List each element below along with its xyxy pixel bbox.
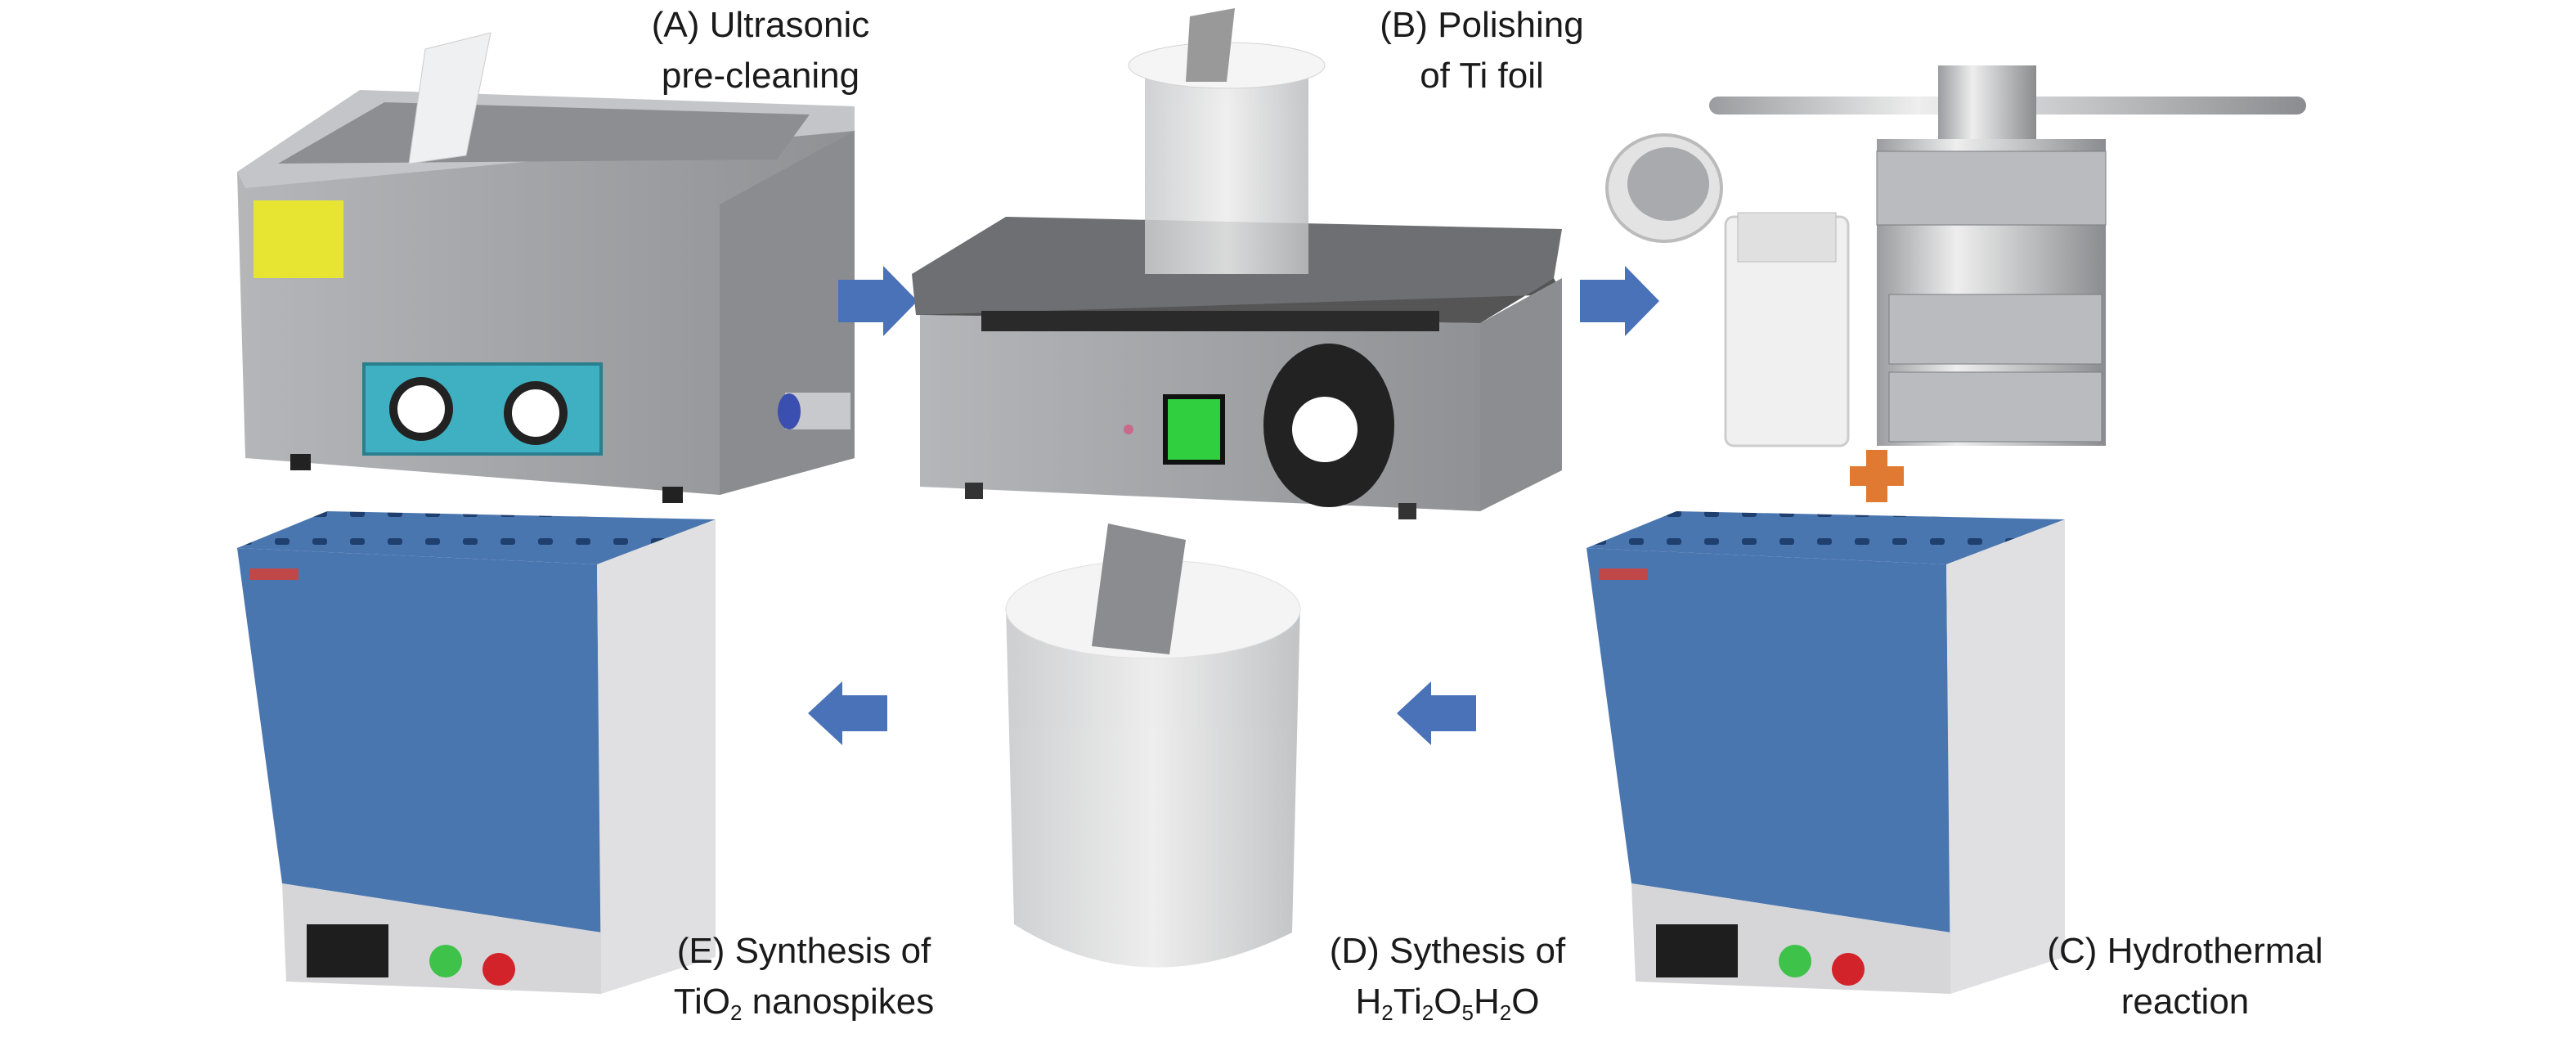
formula-subscript: 2 — [729, 1000, 743, 1025]
ti-foil-icon — [1092, 524, 1186, 654]
formula-part: Ti — [1393, 982, 1422, 1022]
label-a: (A) Ultrasonic pre-cleaning — [652, 0, 870, 101]
arrow-right-icon — [838, 266, 918, 336]
label-c: (C) Hydrothermal reaction — [2047, 926, 2322, 1027]
formula-part: TiO — [673, 982, 730, 1022]
plus-icon — [1850, 450, 1904, 502]
beaker-icon — [1128, 8, 1326, 274]
formula-part: H — [1355, 982, 1382, 1022]
warning-label-icon — [254, 200, 343, 278]
formula-subscript: 2 — [1499, 1000, 1512, 1025]
muffle-furnace-left — [237, 511, 716, 994]
teflon-liner-icon — [1724, 212, 1850, 447]
label-b: (B) Polishing of Ti foil — [1380, 0, 1583, 101]
formula-subscript: 2 — [1421, 1000, 1434, 1025]
arrow-left-icon — [1397, 681, 1476, 745]
formula-subscript: 5 — [1461, 1000, 1474, 1025]
ti-foil-icon — [1186, 8, 1235, 82]
formula-part: nanospikes — [742, 982, 935, 1022]
ultrasonic-bath — [237, 32, 855, 503]
arrow-right-icon — [1580, 266, 1659, 336]
label-e: (E) Synthesis of TiO2 nanospikes — [674, 926, 935, 1027]
knob-icon — [1292, 397, 1358, 462]
formula-part: H — [1473, 982, 1500, 1022]
label-b-line2: of Ti foil — [1420, 56, 1544, 96]
label-b-line1: (B) Polishing — [1380, 5, 1584, 45]
knob-icon — [389, 377, 453, 441]
label-c-line2: reaction — [2120, 982, 2250, 1022]
formula-subscript: 2 — [1381, 1000, 1393, 1025]
autoclave-icon — [1709, 65, 2306, 446]
label-e-line1: (E) Synthesis of — [676, 931, 931, 971]
label-e-formula: TiO2 nanospikes — [674, 977, 935, 1027]
label-d-line1: (D) Sythesis of — [1329, 931, 1566, 971]
knob-icon — [504, 381, 568, 445]
beaker-icon — [1005, 524, 1301, 968]
label-d: (D) Sythesis of H2Ti2O5H2O — [1330, 926, 1566, 1027]
label-a-line2: pre-cleaning — [661, 56, 860, 96]
power-switch-icon — [1163, 394, 1225, 465]
label-c-line1: (C) Hydrothermal — [2047, 931, 2323, 971]
formula-part: O — [1434, 982, 1462, 1022]
label-a-line1: (A) Ultrasonic — [651, 5, 870, 45]
ti-foil-icon — [408, 32, 491, 164]
formula-part: O — [1511, 982, 1540, 1022]
arrow-left-icon — [808, 681, 887, 745]
teflon-lid-icon — [1605, 133, 1723, 243]
label-d-formula: H2Ti2O5H2O — [1330, 977, 1566, 1027]
muffle-furnace-right — [1586, 511, 2065, 994]
